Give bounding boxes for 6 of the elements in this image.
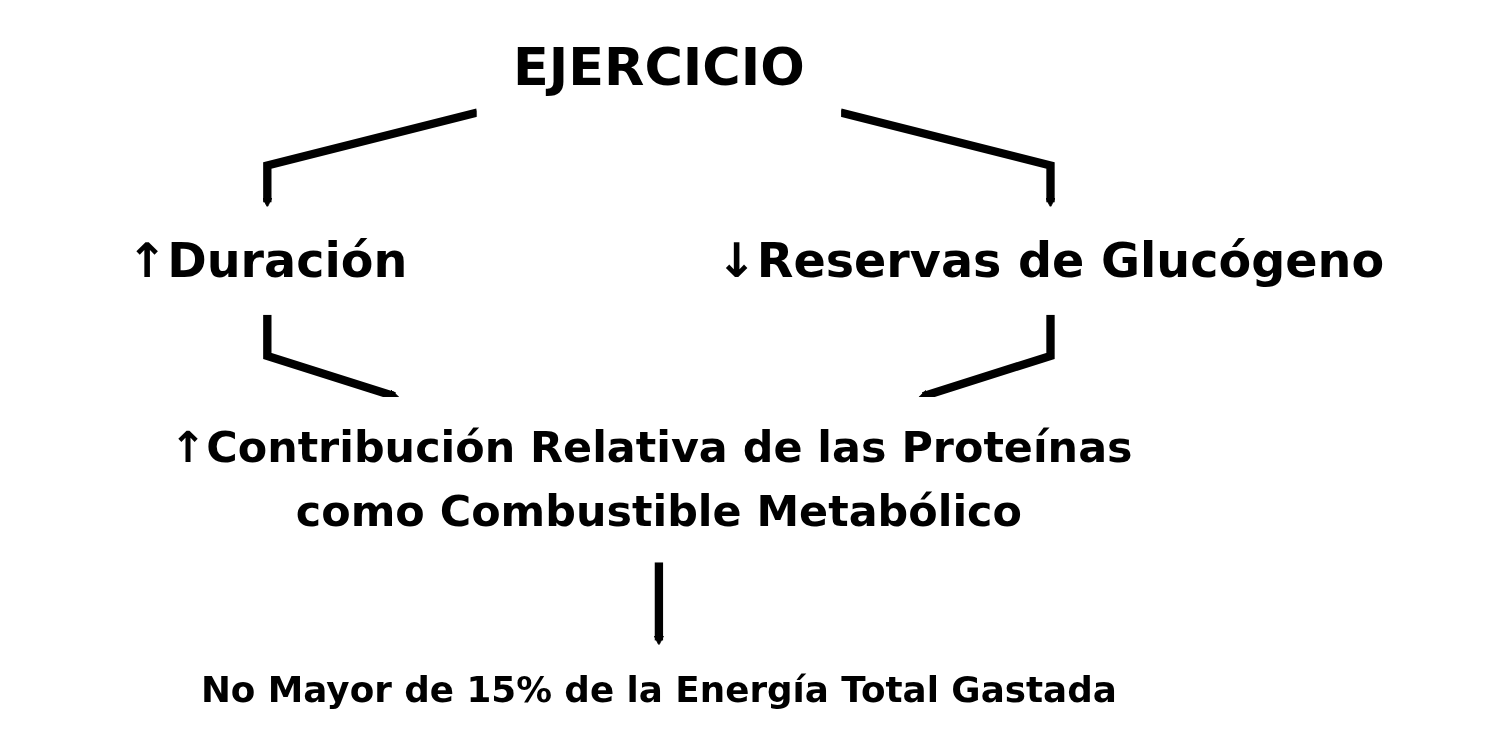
node-text: No Mayor de 15% de la Energía Total Gastada: [200, 669, 1117, 711]
arrow: [653, 561, 664, 646]
node-text: ↓Reservas de Glucógeno: [716, 233, 1384, 289]
node-text: EJERCICIO: [512, 35, 805, 97]
node-text: ↑Contribución Relativa de las Proteínas como Combustible Metabólico: [170, 422, 1133, 536]
node-text: ↑Duración: [127, 233, 408, 289]
